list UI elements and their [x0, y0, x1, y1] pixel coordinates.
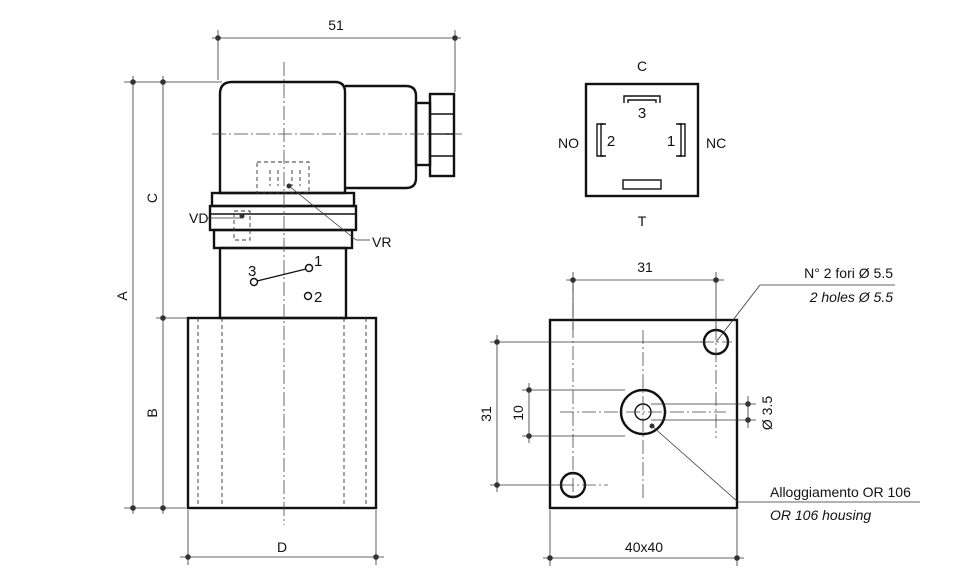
dimension-10: 10 [510, 383, 625, 443]
dim-31-v-text: 31 [478, 406, 494, 422]
dim-10-text: 10 [510, 405, 526, 421]
connector-label-c: C [637, 58, 647, 74]
contact-1-icon [304, 263, 314, 273]
dimension-dia-3-5: Ø 3.5 [651, 396, 775, 430]
flange-top [210, 191, 356, 208]
label-contact-2: 2 [314, 289, 322, 306]
connector-head [218, 80, 347, 195]
vr-screw [256, 161, 310, 194]
connector-pin-3: 3 [638, 105, 646, 122]
label-contact-3: 3 [248, 263, 256, 280]
vd-screw [233, 210, 251, 241]
dim-a-text: A [114, 291, 130, 301]
label-contact-1: 1 [314, 253, 322, 270]
connector-pin-2: 2 [607, 133, 615, 150]
connector-label-nc: NC [706, 135, 726, 151]
dim-dia-3-5-text: Ø 3.5 [759, 396, 775, 430]
mounting-block [548, 280, 739, 510]
contact-2-icon [303, 291, 313, 301]
hex-body [186, 316, 378, 510]
dim-c-text: C [144, 193, 160, 203]
switch-lever [256, 268, 307, 282]
callout-housing-it: Alloggiamento OR 106 [770, 484, 911, 500]
connector-face: C T NO NC 3 2 1 [558, 58, 726, 229]
dim-b-text: B [144, 408, 160, 417]
callout-holes-it: N° 2 fori Ø 5.5 [804, 265, 893, 281]
dimension-40x40: 40x40 [543, 510, 744, 566]
dimension-51: 51 [212, 17, 461, 92]
callout-holes: N° 2 fori Ø 5.5 2 holes Ø 5.5 [715, 265, 895, 343]
connector-pin-1: 1 [667, 133, 675, 150]
gland-nut [428, 92, 456, 178]
callout-holes-en: 2 holes Ø 5.5 [809, 289, 893, 305]
dimension-c: C B [144, 76, 188, 514]
dimension-d: D [180, 510, 384, 565]
connector-label-no: NO [558, 135, 579, 151]
dimension-31-vertical: 31 [478, 335, 706, 492]
connector-face-outline [584, 82, 700, 198]
connector-label-t: T [638, 213, 647, 229]
switch-neck [218, 246, 348, 320]
callout-housing: Alloggiamento OR 106 OR 106 housing [651, 425, 920, 523]
side-view: VD VR 3 1 2 [186, 62, 462, 525]
cable-gland-body [345, 84, 418, 190]
contact-3-icon [249, 277, 259, 287]
dim-d-text: D [277, 539, 287, 555]
label-vd: VD [189, 210, 208, 226]
dim-51-text: 51 [328, 17, 344, 33]
dim-31-h-text: 31 [637, 259, 653, 275]
dimension-a: A [114, 76, 222, 514]
label-vr: VR [372, 234, 391, 250]
flange-bottom [212, 228, 354, 250]
callout-housing-en: OR 106 housing [770, 507, 871, 523]
dimension-31-horizontal: 31 [566, 259, 724, 330]
block-outline [548, 318, 739, 510]
dim-40x40-text: 40x40 [625, 539, 663, 555]
